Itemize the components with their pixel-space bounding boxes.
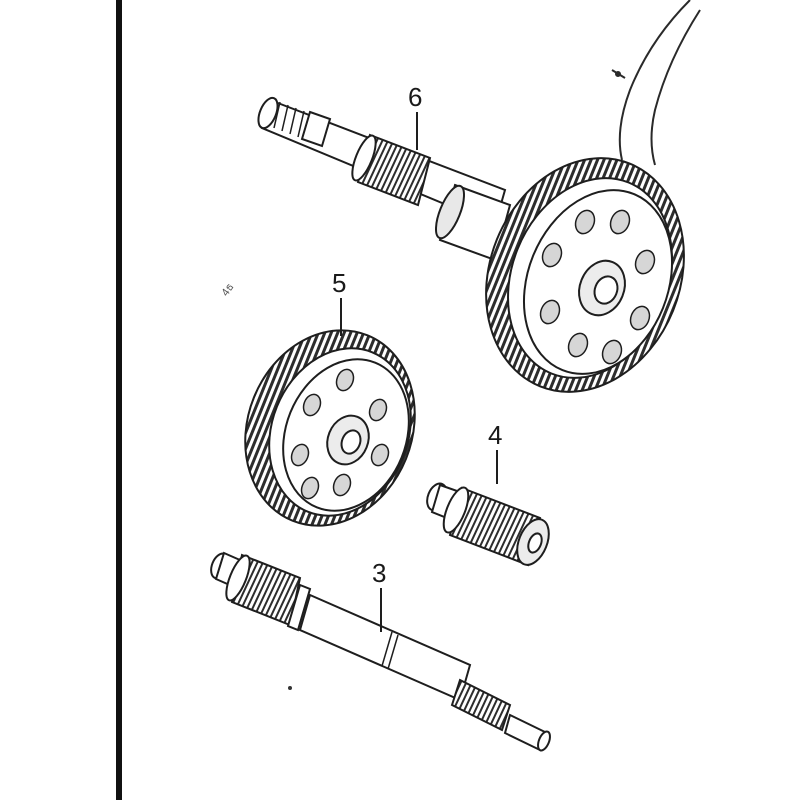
- part-5-gear: [244, 329, 416, 527]
- callout-3-label: 3: [372, 558, 386, 588]
- callout-4: 4: [488, 420, 502, 484]
- callout-5-label: 5: [332, 268, 346, 298]
- watermark-logo-text: 4ธ: [219, 281, 236, 298]
- callout-5: 5: [332, 268, 346, 336]
- adjacent-part-outline: [611, 0, 701, 166]
- callout-3: 3: [372, 558, 386, 632]
- part-6-shaft-assembly: [257, 96, 685, 393]
- callout-6: 6: [408, 82, 422, 150]
- callout-4-label: 4: [488, 420, 502, 450]
- watermark-logo: 4ธ: [219, 281, 236, 298]
- part-4-pinion-gear: [426, 482, 550, 567]
- speck-dot: [288, 686, 292, 690]
- callout-6-label: 6: [408, 82, 422, 112]
- part-3-shaft: [210, 551, 551, 752]
- left-border-line: [116, 0, 122, 800]
